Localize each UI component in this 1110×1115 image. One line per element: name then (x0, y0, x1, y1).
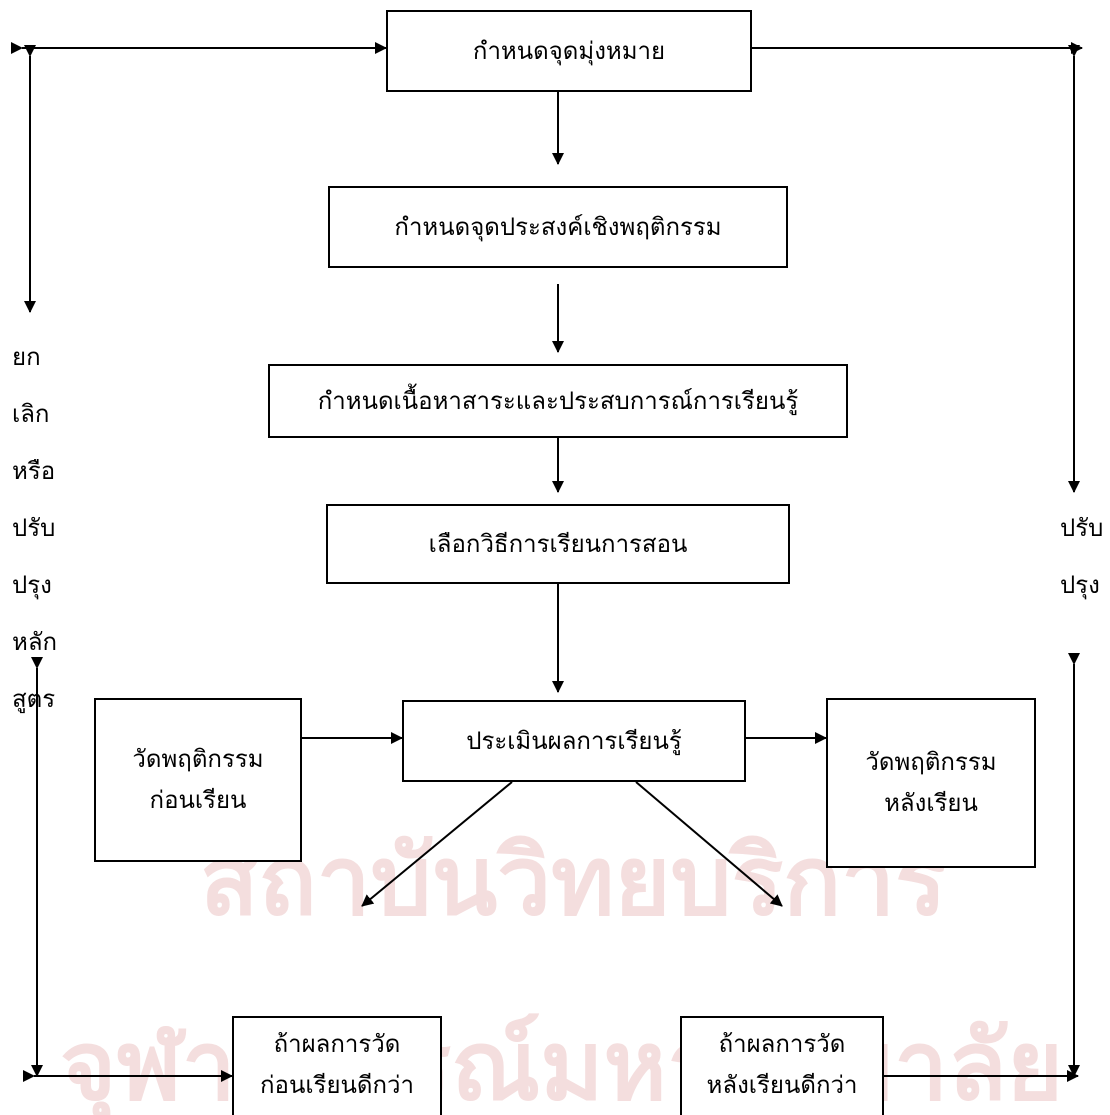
left-label-line: ปรุง (12, 571, 52, 599)
box-evaluate: ประเมินผลการเรียนรู้ (402, 700, 746, 782)
left-label-line: หลัก (12, 628, 58, 656)
left-label-line: สูตร (12, 685, 56, 713)
box-post-measure: วัดพฤติกรรม หลังเรียน (826, 698, 1036, 868)
left-label-line: เลิก (12, 400, 50, 428)
box-set-content: กำหนดเนื้อหาสาระและประสบการณ์การเรียนรู้ (268, 364, 848, 438)
box-set-goals: กำหนดจุดมุ่งหมาย (386, 10, 752, 92)
box-select-methods: เลือกวิธีการเรียนการสอน (326, 504, 790, 584)
box-set-objectives: กำหนดจุดประสงค์เชิงพฤติกรรม (328, 186, 788, 268)
left-label-line: ปรับ (12, 514, 56, 542)
left-label-line: หรือ (12, 457, 56, 485)
right-label-revise: ปรับ ปรุง (1060, 516, 1103, 630)
watermark-line-2: จุฬาลงกรณ์มหาวิทยาลัย (60, 1010, 1064, 1115)
box-pre-measure: วัดพฤติกรรม ก่อนเรียน (94, 698, 302, 862)
right-label-line: ปรุง (1060, 571, 1100, 599)
box-pre-better: ถ้าผลการวัด ก่อนเรียนดีกว่า (232, 1016, 442, 1115)
box-post-better: ถ้าผลการวัด หลังเรียนดีกว่า (680, 1016, 884, 1115)
right-label-line: ปรับ (1060, 514, 1104, 542)
arrow-evaluate-to-post-better (635, 781, 783, 907)
arrow-evaluate-to-pre-better (361, 781, 513, 907)
left-label-cancel-or-revise: ยก เลิก หรือ ปรับ ปรุง หลัก สูตร (12, 345, 57, 744)
left-label-line: ยก (12, 343, 41, 371)
watermark-line-1: สถาบันวิทยบริการ (200, 825, 947, 937)
